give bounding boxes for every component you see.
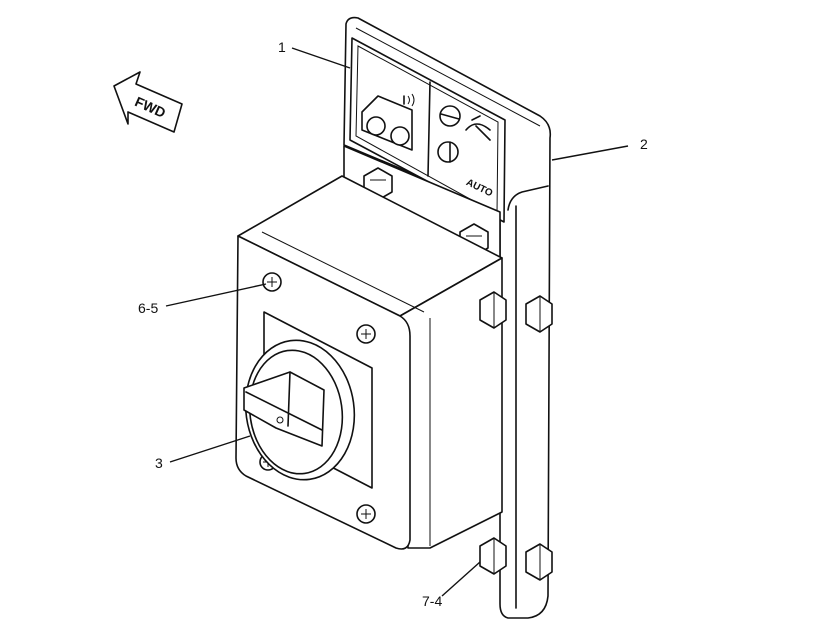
leader-7-4 — [441, 561, 481, 597]
rotary-switch — [243, 311, 373, 489]
manual-mode-icon — [439, 105, 461, 127]
housing-screw-top-right — [356, 324, 376, 344]
housing-screw-bottom-right — [356, 504, 376, 524]
callout-7-4: 7-4 — [422, 593, 442, 609]
auto-mode-icon — [437, 141, 459, 163]
forward-direction-arrow: FWD — [113, 71, 183, 133]
leader-2 — [551, 145, 629, 161]
side-nut-lower-left — [479, 537, 507, 575]
control-decal: AUTO — [349, 37, 506, 223]
leader-6-5 — [165, 283, 267, 307]
callout-3: 3 — [155, 455, 163, 471]
leader-3 — [169, 435, 251, 463]
leader-1 — [291, 47, 351, 69]
side-nut-upper-right — [525, 295, 553, 333]
side-nut-lower-right — [525, 543, 553, 581]
callout-2: 2 — [640, 136, 648, 152]
machine-icon — [361, 93, 415, 151]
callout-1: 1 — [278, 39, 286, 55]
callout-6-5: 6-5 — [138, 300, 158, 316]
spray-icon — [465, 115, 491, 141]
housing-screw-top-left — [262, 272, 282, 292]
side-nut-upper-left — [479, 291, 507, 329]
